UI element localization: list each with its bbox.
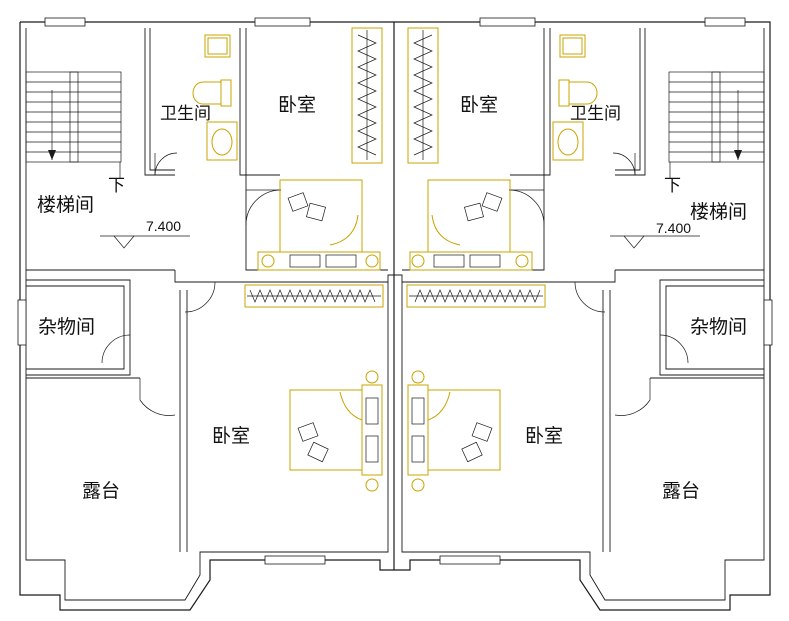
room-label-bedroom-top-right: 卧室: [460, 94, 499, 116]
bathroom-fixtures-left: [192, 34, 238, 161]
stair-down-label-left: 下: [108, 176, 125, 196]
stairs-left: [25, 71, 122, 178]
room-label-stair-right: 楼梯间: [690, 201, 748, 223]
bed-bottom-left: [289, 370, 383, 492]
wardrobe-bottom-right: [406, 284, 546, 308]
bathroom-fixtures-right: [552, 34, 598, 161]
room-label-bedroom-top-left: 卧室: [278, 94, 317, 116]
room-label-terrace-left: 露台: [82, 480, 121, 502]
interior-walls-left: [26, 28, 388, 552]
room-label-bedroom-bottom-left: 卧室: [212, 425, 251, 447]
room-label-bathroom-right: 卫生间: [570, 104, 621, 124]
elevation-label-left: 7.400: [146, 218, 182, 234]
outer-walls: [19, 21, 771, 611]
stair-down-label-right: 下: [664, 176, 681, 196]
elevation-marker-left: [100, 235, 190, 249]
room-label-stair-left: 楼梯间: [37, 194, 95, 216]
room-label-storage-right: 杂物间: [690, 316, 748, 338]
doors-right: [508, 152, 689, 416]
room-label-bedroom-bottom-right: 卧室: [525, 425, 564, 447]
interior-walls-right: [402, 28, 764, 552]
wardrobe-bottom-left: [244, 284, 384, 308]
wardrobe-top-right: [407, 27, 439, 164]
bed-bottom-right: [407, 370, 501, 492]
room-label-storage-left: 杂物间: [38, 316, 96, 338]
elevation-label-right: 7.400: [656, 220, 692, 236]
bed-top-left: [257, 179, 381, 271]
wardrobe-top-left: [351, 27, 383, 164]
stairs-right: [668, 71, 765, 178]
top-windows: [17, 17, 773, 565]
elevation-marker-right: [610, 235, 700, 249]
bed-top-right: [409, 179, 533, 271]
room-label-terrace-right: 露台: [662, 480, 701, 502]
doors-left: [101, 152, 282, 416]
room-label-bathroom-left: 卫生间: [160, 104, 211, 124]
